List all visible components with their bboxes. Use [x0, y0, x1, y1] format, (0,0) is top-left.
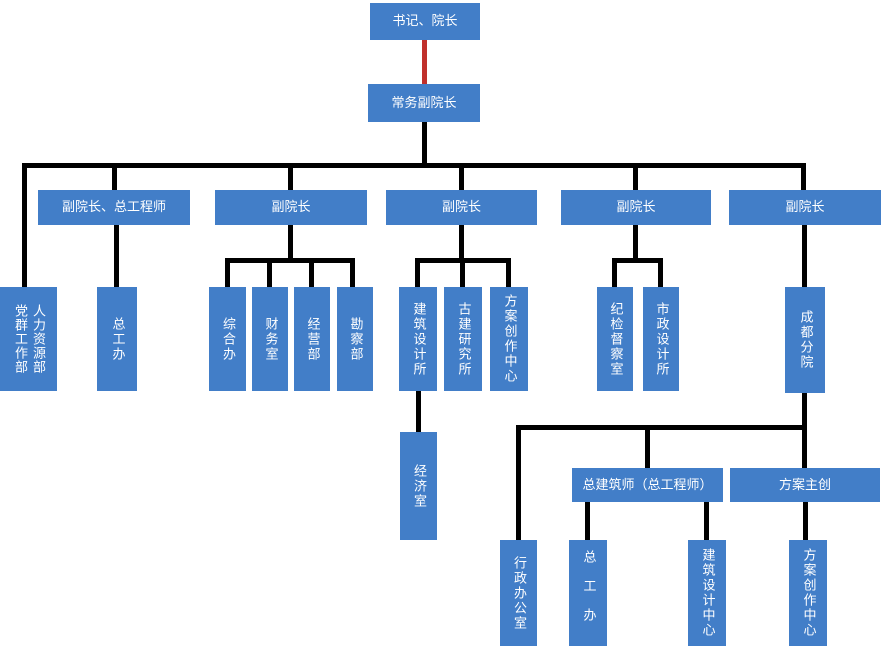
connector-vp1-to-child	[114, 225, 119, 287]
connector-design-institute-to-economics	[416, 391, 421, 432]
admin-office-box: 行政办公室	[500, 540, 537, 646]
connector-vp2-drop-3	[309, 263, 314, 287]
scheme-creation-center-box: 方案创作中心	[490, 287, 528, 391]
ancient-building-research-institute-box: 古建研究所	[444, 287, 482, 391]
connector-chief-architect-drop-2	[704, 502, 709, 540]
vp-box-4: 副院长	[561, 190, 711, 225]
connector-vp5-to-chengdu	[802, 225, 807, 287]
connector-drop-vp2	[288, 166, 293, 190]
vp-box-5: 副院长	[729, 190, 881, 225]
connector-vp4-horizontal	[612, 258, 663, 263]
connector-vp2-drop-1	[225, 258, 230, 287]
connector-chengdu-stem	[802, 393, 807, 430]
chief-engineer-office-box: 总工办	[97, 287, 137, 391]
connector-main-horizontal	[22, 163, 806, 168]
discipline-inspection-office-box: 纪检督察室	[597, 287, 633, 391]
connector-root-to-executive-red	[422, 40, 427, 84]
party-mass-hr-dept-box: 党群工作部 人力资源部	[0, 287, 57, 391]
chengdu-branch-box: 成都分院	[785, 287, 825, 393]
operations-dept-box: 经营部	[294, 287, 330, 391]
connector-chengdu-drop-scheme-lead	[802, 430, 807, 468]
connector-vp3-drop-3	[506, 258, 511, 287]
connector-vp2-horizontal	[225, 258, 355, 263]
executive-vice-president-box: 常务副院长	[368, 84, 480, 122]
vp-box-2: 副院长	[215, 190, 367, 225]
party-mass-dept-label: 党群工作部	[13, 304, 28, 374]
architecture-design-center-box: 建筑设计中心	[688, 540, 726, 646]
connector-vp3-horizontal	[415, 258, 511, 263]
connector-executive-stem	[422, 122, 427, 168]
connector-chief-architect-drop-1	[585, 502, 590, 540]
connector-drop-vp1	[112, 166, 117, 190]
scheme-creation-center-2-box: 方案创作中心	[789, 540, 827, 646]
connector-vp2-stem	[288, 225, 293, 263]
connector-drop-left-dept	[22, 163, 27, 287]
connector-scheme-lead-drop	[803, 502, 808, 540]
vp-box-3: 副院长	[386, 190, 537, 225]
municipal-design-institute-box: 市政设计所	[643, 287, 679, 391]
architecture-design-institute-box: 建筑设计所	[399, 287, 437, 391]
connector-vp4-drop-1	[612, 258, 617, 287]
connector-vp4-stem	[633, 225, 638, 263]
connector-drop-vp4	[633, 166, 638, 190]
chief-engineer-office-2-box: 总工办	[569, 540, 607, 646]
scheme-lead-box: 方案主创	[730, 468, 880, 502]
connector-vp3-drop-1	[415, 258, 420, 287]
general-office-box: 综合办	[209, 287, 246, 391]
connector-vp2-drop-2	[267, 263, 272, 287]
hr-dept-label: 人力资源部	[30, 304, 46, 374]
survey-dept-box: 勘察部	[337, 287, 373, 391]
connector-vp3-stem	[459, 225, 464, 263]
secretary-president-box: 书记、院长	[370, 3, 480, 40]
connector-chengdu-horizontal	[516, 425, 807, 430]
connector-vp3-drop-2	[460, 263, 465, 287]
connector-vp4-drop-2	[658, 258, 663, 287]
connector-drop-vp5	[801, 163, 806, 190]
connector-chengdu-drop-admin	[516, 425, 521, 540]
economics-office-box: 经济室	[400, 432, 437, 540]
chief-architect-box: 总建筑师（总工程师）	[572, 468, 723, 502]
vp-chief-engineer-box: 副院长、总工程师	[38, 190, 190, 225]
connector-drop-vp3	[459, 166, 464, 190]
connector-chengdu-drop-chief-architect	[645, 430, 650, 468]
connector-vp2-drop-4	[350, 258, 355, 287]
finance-office-box: 财务室	[252, 287, 288, 391]
